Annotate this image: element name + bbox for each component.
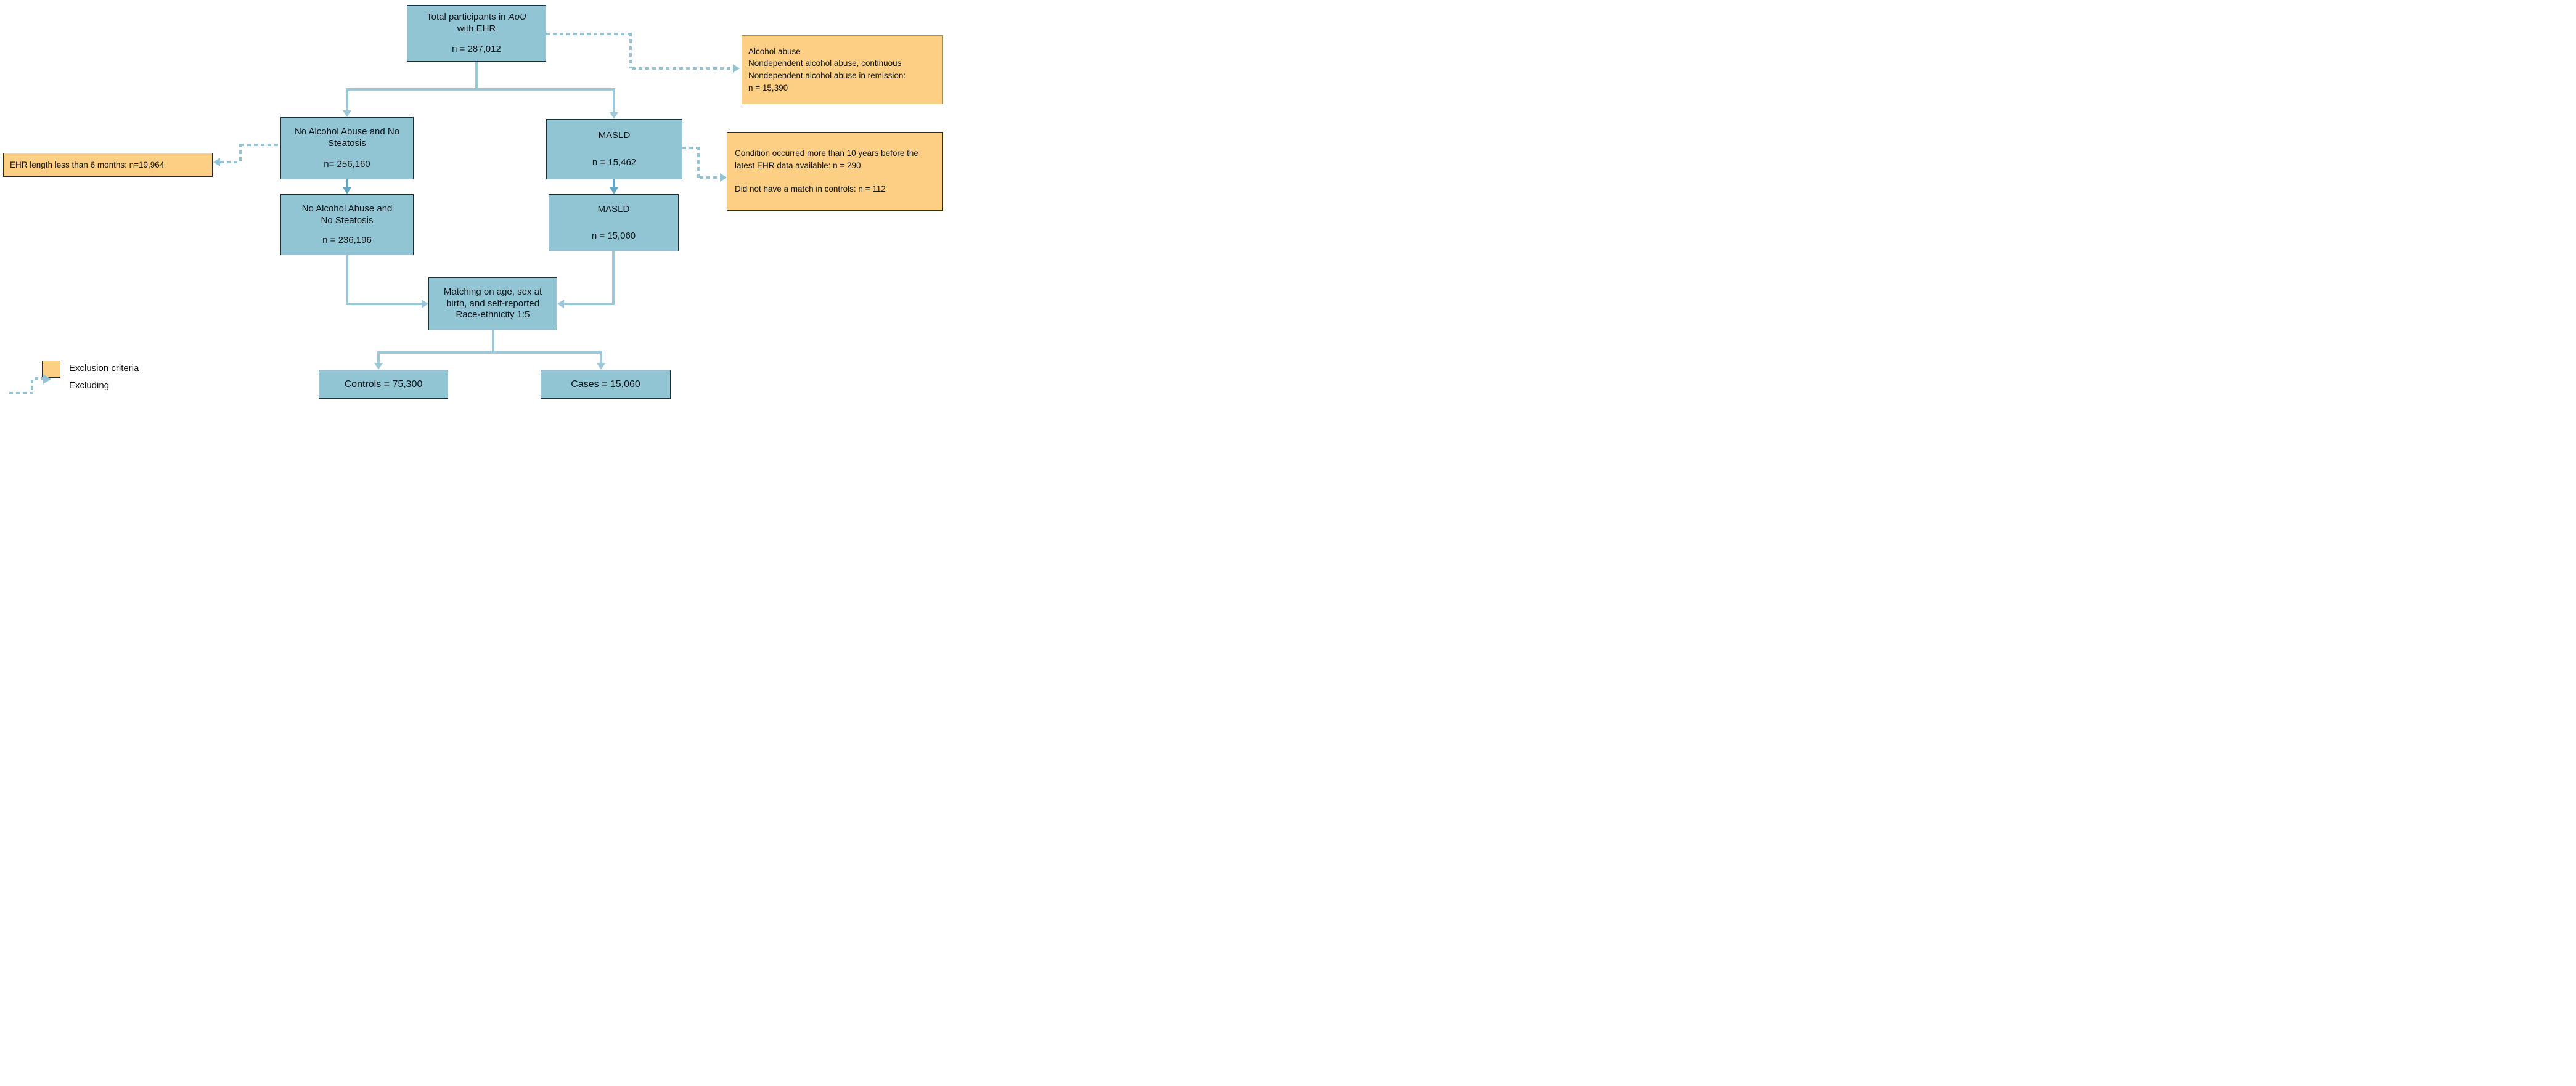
arrowhead-into-ehr-exclusion: [213, 158, 220, 166]
node-count: n= 256,160: [324, 159, 370, 170]
node-title: MASLD: [597, 204, 630, 215]
connector-controls-branch: [377, 351, 380, 364]
exclusion-line: EHR length less than 6 months: n=19,964: [10, 160, 165, 169]
node-title: Controls = 75,300: [344, 378, 423, 390]
connector-no-alcohol-2-elbow-v: [346, 255, 348, 305]
arrowhead-into-cases: [597, 363, 605, 370]
node-masld-1: MASLD n = 15,462: [546, 119, 682, 179]
exclusion-condition: Condition occurred more than 10 years be…: [727, 132, 943, 211]
connector-cases-branch: [600, 351, 602, 364]
dashed-total-to-alcohol-v: [629, 33, 632, 68]
exclusion-alcohol-abuse: Alcohol abuse Nondependent alcohol abuse…: [742, 35, 943, 104]
connector-left-branch: [346, 88, 348, 111]
flow-diagram: Total participants in AoU with EHR n = 2…: [0, 0, 947, 399]
exclusion-line: Condition occurred more than 10 years be…: [735, 149, 918, 170]
dashed-no-alcohol-to-ehr-h2: [220, 161, 240, 163]
arrowhead-into-no-alcohol-2: [343, 187, 351, 194]
node-title: MASLD: [598, 129, 631, 141]
connector-masld-1-down: [613, 179, 615, 188]
exclusion-line: n = 15,390: [748, 83, 788, 92]
exclusion-line: Did not have a match in controls: n = 11…: [735, 184, 886, 194]
dashed-no-alcohol-to-ehr-h1: [240, 144, 280, 146]
dashed-masld-to-condition-h1: [682, 147, 700, 149]
legend-excluding-label: Excluding: [69, 380, 110, 391]
node-count: n = 236,196: [322, 235, 372, 246]
legend-excluding-dash-vertical: [31, 380, 33, 393]
node-no-alcohol-abuse-1: No Alcohol Abuse and No Steatosis n= 256…: [280, 117, 414, 179]
node-title: No Alcohol Abuse and No Steatosis: [301, 203, 393, 226]
node-title: No Alcohol Abuse and No Steatosis: [294, 126, 400, 149]
arrowhead-into-masld-1: [610, 112, 618, 119]
node-total-participants: Total participants in AoU with EHR n = 2…: [407, 5, 546, 62]
node-count: n = 15,462: [592, 157, 637, 168]
connector-split-bottom: [377, 351, 602, 354]
node-count: n = 15,060: [591, 230, 636, 241]
connector-no-alcohol-2-elbow-h: [346, 303, 422, 305]
dashed-no-alcohol-to-ehr-v: [239, 144, 242, 162]
arrowhead-into-alcohol-exclusion: [733, 64, 740, 73]
node-cases: Cases = 15,060: [541, 370, 671, 399]
connector-no-alcohol-1-down: [346, 179, 348, 188]
arrowhead-into-controls: [374, 363, 383, 370]
legend-excluding-dash-bottom: [9, 392, 33, 394]
arrowhead-into-matching-right: [557, 300, 564, 308]
connector-masld-2-elbow-v: [612, 251, 615, 305]
dashed-masld-to-condition-v: [697, 147, 700, 178]
legend-excluding-arrowhead: [43, 374, 51, 384]
node-title: Cases = 15,060: [571, 378, 640, 390]
connector-split-top: [346, 88, 615, 91]
arrowhead-into-condition-exclusion: [720, 173, 727, 182]
arrowhead-into-masld-2: [610, 187, 618, 194]
arrowhead-into-matching-left: [422, 300, 428, 308]
node-no-alcohol-abuse-2: No Alcohol Abuse and No Steatosis n = 23…: [280, 194, 414, 255]
node-controls: Controls = 75,300: [319, 370, 448, 399]
dashed-masld-to-condition-h2: [700, 176, 722, 179]
dashed-total-to-alcohol-h2: [632, 67, 733, 70]
node-masld-2: MASLD n = 15,060: [549, 194, 679, 251]
node-title: Matching on age, sex at birth, and self-…: [443, 286, 542, 320]
node-count: n = 287,012: [452, 43, 501, 54]
legend-excluding-dash-top: [35, 377, 43, 380]
dashed-total-to-alcohol-h1: [546, 33, 632, 35]
node-matching: Matching on age, sex at birth, and self-…: [428, 277, 557, 330]
connector-right-branch: [613, 88, 615, 113]
node-title: Total participants in AoU with EHR: [427, 12, 526, 34]
connector-total-down: [475, 62, 478, 88]
connector-masld-2-elbow-h: [564, 303, 615, 305]
connector-matching-down: [492, 330, 494, 354]
arrowhead-into-no-alcohol-1: [343, 110, 351, 117]
exclusion-ehr-length: EHR length less than 6 months: n=19,964: [3, 153, 213, 177]
legend-exclusion-label: Exclusion criteria: [69, 363, 139, 374]
exclusion-line: Alcohol abuse: [748, 46, 801, 56]
exclusion-line: Nondependent alcohol abuse, continuous: [748, 59, 902, 68]
exclusion-line: Nondependent alcohol abuse in remission:: [748, 71, 906, 80]
